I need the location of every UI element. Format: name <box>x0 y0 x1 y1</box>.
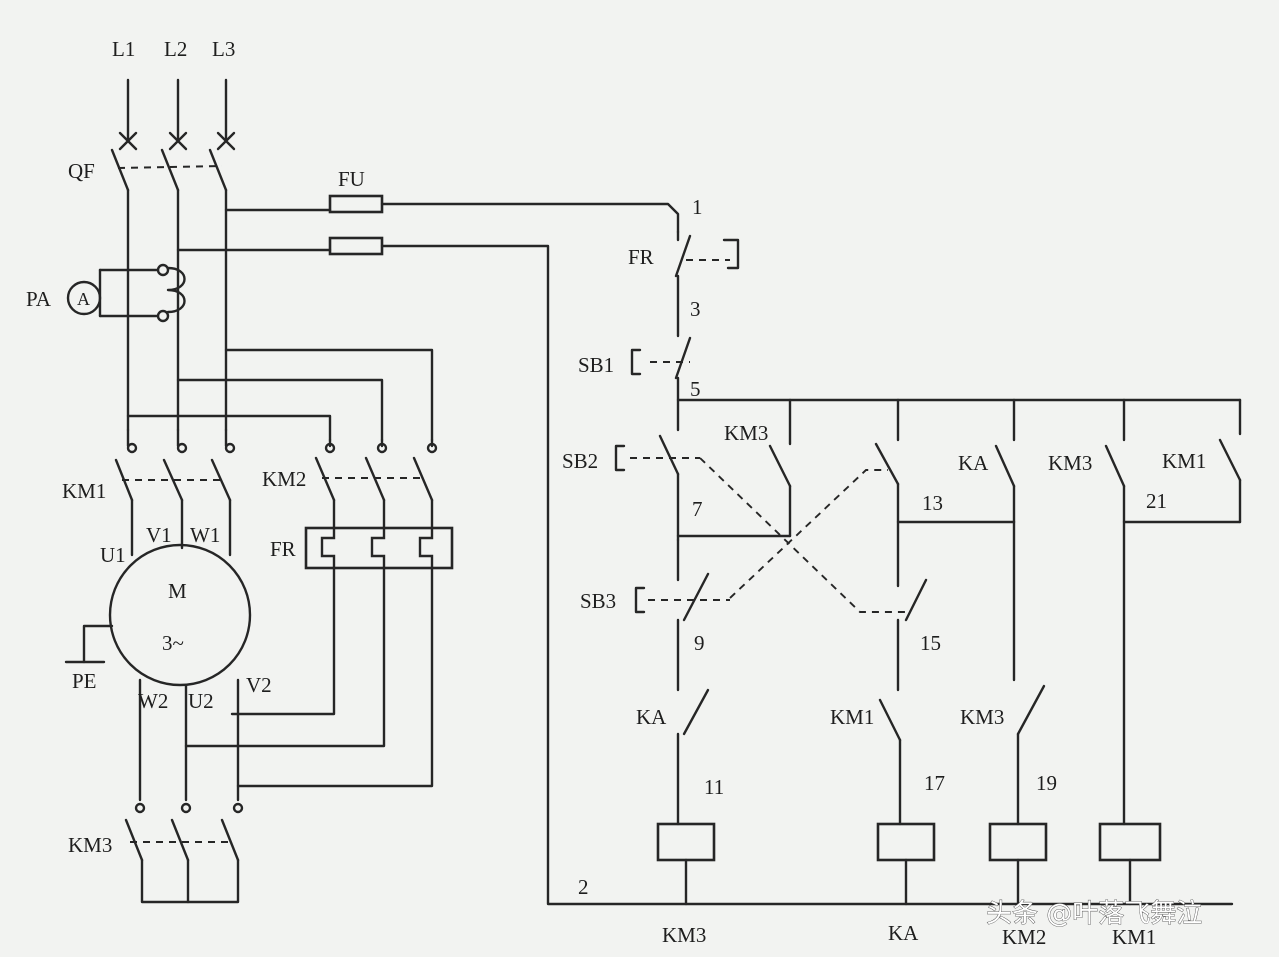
node-3: 3 <box>690 297 701 321</box>
coil-label-km1: KM1 <box>1112 925 1156 949</box>
label-fr-ctrl: FR <box>628 245 654 269</box>
watermark: 头条 @叶落飞舞泣 <box>986 899 1202 929</box>
label-v2: V2 <box>246 673 272 697</box>
node-19: 19 <box>1036 771 1057 795</box>
main-circuit <box>64 78 454 904</box>
label-ka-contact: KA <box>958 451 989 475</box>
node-1: 1 <box>692 195 703 219</box>
label-L2: L2 <box>164 37 187 61</box>
label-km2-main: KM2 <box>262 467 306 491</box>
motor-phase: 3~ <box>162 631 184 655</box>
label-km3-contact-2: KM3 <box>1048 451 1092 475</box>
label-km1-contact-2: KM1 <box>830 705 874 729</box>
node-11: 11 <box>704 775 724 799</box>
label-km1-contact: KM1 <box>1162 449 1206 473</box>
label-fu: FU <box>338 167 365 191</box>
label-L1: L1 <box>112 37 135 61</box>
label-u2: U2 <box>188 689 214 713</box>
coil-km1 <box>1098 822 1162 862</box>
label-sb3: SB3 <box>580 589 616 613</box>
label-ka-contact-2: KA <box>636 705 667 729</box>
label-v1: V1 <box>146 523 172 547</box>
node-2: 2 <box>578 875 589 899</box>
coil-km3 <box>656 822 716 862</box>
coil-label-km3: KM3 <box>662 923 706 947</box>
labels: L1 L2 L3 QF FU PA A KM1 KM2 FR U1 V1 W1 … <box>26 37 1206 949</box>
label-sb2: SB2 <box>562 449 598 473</box>
node-7: 7 <box>692 497 703 521</box>
label-pa: PA <box>26 287 52 311</box>
coil-label-ka: KA <box>888 921 919 945</box>
node-9: 9 <box>694 631 705 655</box>
ammeter-icon: A <box>77 289 90 309</box>
label-u1: U1 <box>100 543 126 567</box>
node-13: 13 <box>922 491 943 515</box>
label-qf: QF <box>68 159 95 183</box>
label-w1: W1 <box>190 523 220 547</box>
label-pe: PE <box>72 669 97 693</box>
node-21: 21 <box>1146 489 1167 513</box>
label-km3-contact-3: KM3 <box>960 705 1004 729</box>
label-sb1: SB1 <box>578 353 614 377</box>
label-km1-main: KM1 <box>62 479 106 503</box>
node-15: 15 <box>920 631 941 655</box>
coil-label-km2: KM2 <box>1002 925 1046 949</box>
coil-km2 <box>988 822 1048 862</box>
coil-ka <box>876 822 936 862</box>
node-5: 5 <box>690 377 701 401</box>
label-km3-main: KM3 <box>68 833 112 857</box>
motor-label: M <box>168 579 187 603</box>
label-w2: W2 <box>138 689 168 713</box>
label-km3-contact: KM3 <box>724 421 768 445</box>
node-17: 17 <box>924 771 945 795</box>
control-circuit <box>328 194 1242 906</box>
label-L3: L3 <box>212 37 235 61</box>
label-fr-main: FR <box>270 537 296 561</box>
